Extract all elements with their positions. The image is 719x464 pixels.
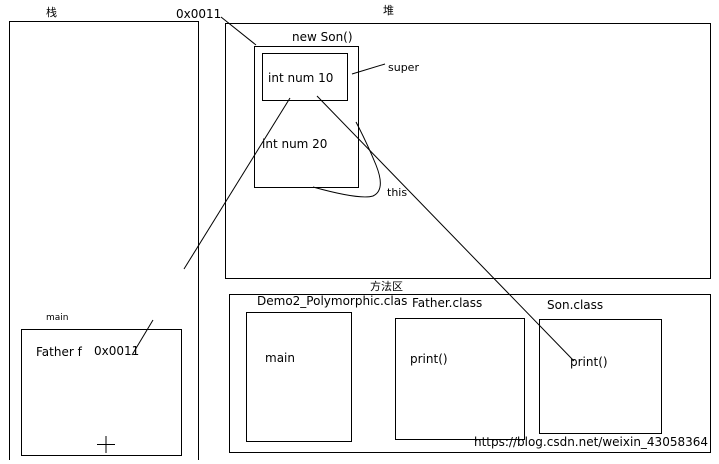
super-field-text: int num 10 (268, 71, 333, 85)
son-print-method: print() (570, 355, 608, 369)
method-area-box (229, 294, 711, 453)
main-frame-label: main (46, 313, 69, 323)
father-class-label: Father.class (412, 296, 482, 310)
print-dispatch-line (316, 95, 575, 362)
method-area-region: 方法区 Demo2_Polymorphic.clas main Father.c… (229, 279, 711, 453)
son-class-label: Son.class (547, 298, 603, 312)
main-frame-box (21, 329, 182, 456)
method-area-title: 方法区 (370, 279, 403, 293)
demo2-class-label: Demo2_Polymorphic.clas (257, 294, 407, 308)
father-class-box (395, 318, 525, 440)
son-object-box (254, 46, 359, 188)
address-pointer-line (220, 16, 257, 46)
heap-region: 堆 0x0011 new Son() int num 10 int num 20… (176, 4, 711, 279)
super-field-box (262, 53, 348, 101)
super-label-line (351, 63, 386, 75)
super-to-stack-line (183, 97, 291, 270)
son-class-box (539, 319, 662, 434)
stack-pointer-line (131, 319, 154, 356)
heap-address-label: 0x0011 (176, 7, 221, 21)
demo2-main-method: main (265, 351, 295, 365)
this-field-text: int num 20 (262, 137, 327, 151)
watermark: https://blog.csdn.net/weixin_43058364 (474, 435, 708, 449)
father-f-variable: Father f (36, 345, 83, 359)
stack-title: 栈 (46, 5, 57, 19)
super-label: super (388, 61, 419, 74)
heap-box (225, 23, 711, 279)
heap-title: 堆 (383, 4, 394, 17)
connectors (131, 16, 575, 362)
crosshair-icon (97, 436, 115, 453)
demo2-class-box (246, 312, 352, 442)
stack-frame-box (9, 21, 199, 464)
father-f-value: 0x0011 (94, 344, 139, 358)
stack-region: 栈 main Father f 0x0011 (9, 5, 199, 464)
father-print-method: print() (410, 352, 448, 366)
this-curve (312, 121, 381, 198)
son-object-label: new Son() (292, 30, 353, 44)
this-label: this (387, 186, 407, 199)
